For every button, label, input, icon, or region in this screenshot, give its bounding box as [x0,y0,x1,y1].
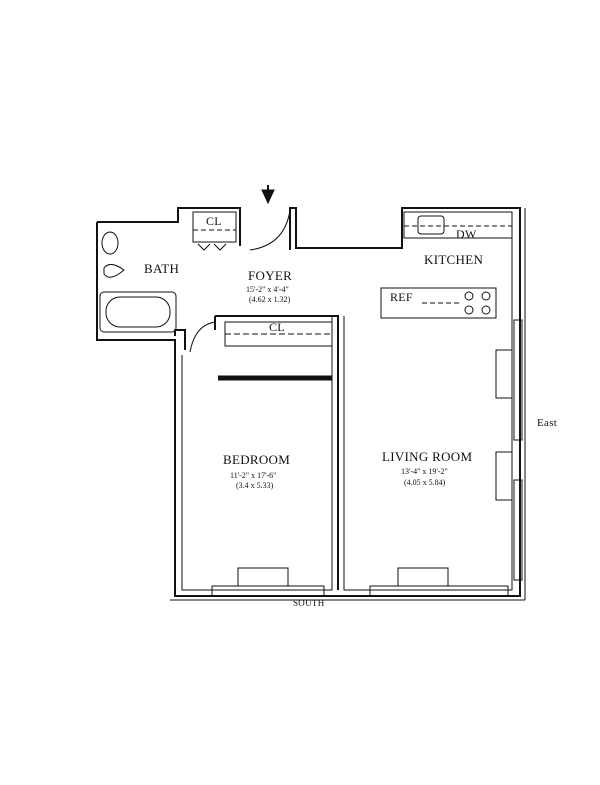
foyer-dim-imperial: 15'-2" x 4'-4" [246,285,289,294]
kitchen-counter-bottom [380,287,497,319]
foyer-label: FOYER [248,268,293,283]
windows [211,319,523,597]
toilet [103,264,125,278]
living-room-dim-imperial: 13'-4" x 19'-2" [401,467,448,476]
sink [101,231,119,255]
kitchen-label: KITCHEN [424,252,484,267]
foyer-dim-metric: (4.62 x 1.32) [249,295,291,304]
south-label: SOUTH [293,598,325,608]
bedroom-dim-metric: (3.4 x 5.33) [236,481,274,490]
kitchen-sink [417,215,445,235]
door-swing [249,209,291,251]
entry-arrow-icon [261,185,275,205]
stove-burners [464,291,491,315]
east-label: East [537,417,558,429]
foyer-closet [192,211,237,243]
bedroom-dim-imperial: 11'-2" x 17'-6" [230,471,277,480]
living-room-dim-metric: (4.05 x 5.84) [404,478,446,487]
kitchen-counter-top [403,211,513,239]
foyer-closet-label: CL [206,214,222,228]
bathtub [99,291,177,333]
bedroom-closet-label: CL [269,320,285,334]
living-room-label: LIVING ROOM [382,449,473,464]
bedroom-label: BEDROOM [223,452,291,467]
walls [96,207,526,601]
refrigerator-label: REF [390,290,413,304]
door-swing-bath [189,321,216,353]
bath-label: BATH [144,261,180,276]
dishwasher-label: DW [456,227,477,241]
